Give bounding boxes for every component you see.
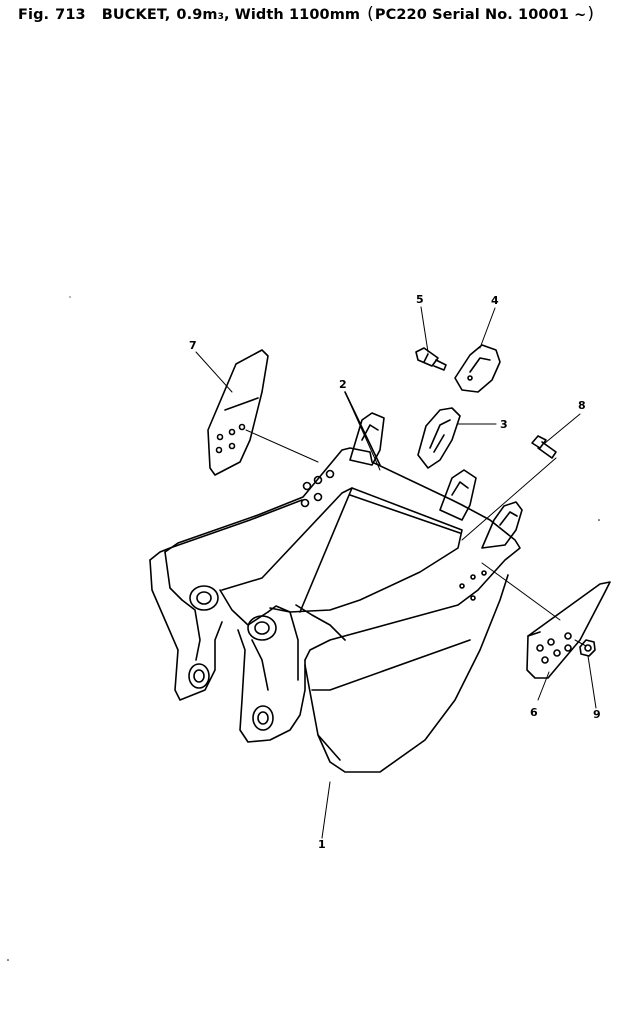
fig-label: Fig. — [18, 7, 50, 23]
callout-6: 6 — [530, 706, 538, 719]
callout-labels: 1 2 3 4 5 6 7 8 9 — [189, 293, 601, 851]
leader-7 — [195, 351, 233, 393]
leader-8 — [544, 413, 581, 444]
callout-2: 2 — [339, 378, 347, 391]
part-8-bolt — [531, 435, 557, 459]
leader-9 — [587, 655, 597, 709]
capacity: 0.9m — [176, 7, 218, 23]
fig-number: 713 — [55, 7, 86, 23]
leader-2 — [344, 391, 381, 471]
part-name: BUCKET, — [101, 7, 171, 23]
callout-7: 7 — [189, 339, 197, 352]
callout-9: 9 — [593, 708, 601, 721]
bucket-body — [149, 447, 521, 773]
callout-3: 3 — [500, 418, 508, 431]
leader-5 — [420, 306, 429, 353]
close-paren: ) — [587, 4, 595, 24]
callout-8: 8 — [578, 399, 586, 412]
callout-4: 4 — [491, 294, 499, 307]
scan-specks — [7, 296, 600, 961]
part-6-side-cutter — [526, 581, 611, 679]
callout-5: 5 — [416, 293, 424, 306]
width-text: , Width 1100mm — [223, 7, 361, 23]
serial-text: PC220 Serial No. 10001 ~ — [374, 7, 587, 23]
callout-1: 1 — [318, 838, 326, 851]
leader-6 — [537, 671, 550, 701]
leader-lines — [195, 306, 597, 839]
assembly-lines — [245, 429, 587, 647]
part-5-pin — [415, 347, 447, 371]
part-3-tooth-point — [417, 407, 461, 469]
capacity-exponent: 3 — [217, 12, 224, 22]
part-7-side-cutter — [207, 349, 269, 476]
leader-4 — [479, 307, 496, 349]
part-9-nut — [579, 639, 596, 657]
part-4-side-tooth — [454, 344, 501, 393]
leader-1 — [321, 781, 331, 839]
open-paren: ( — [367, 4, 374, 24]
